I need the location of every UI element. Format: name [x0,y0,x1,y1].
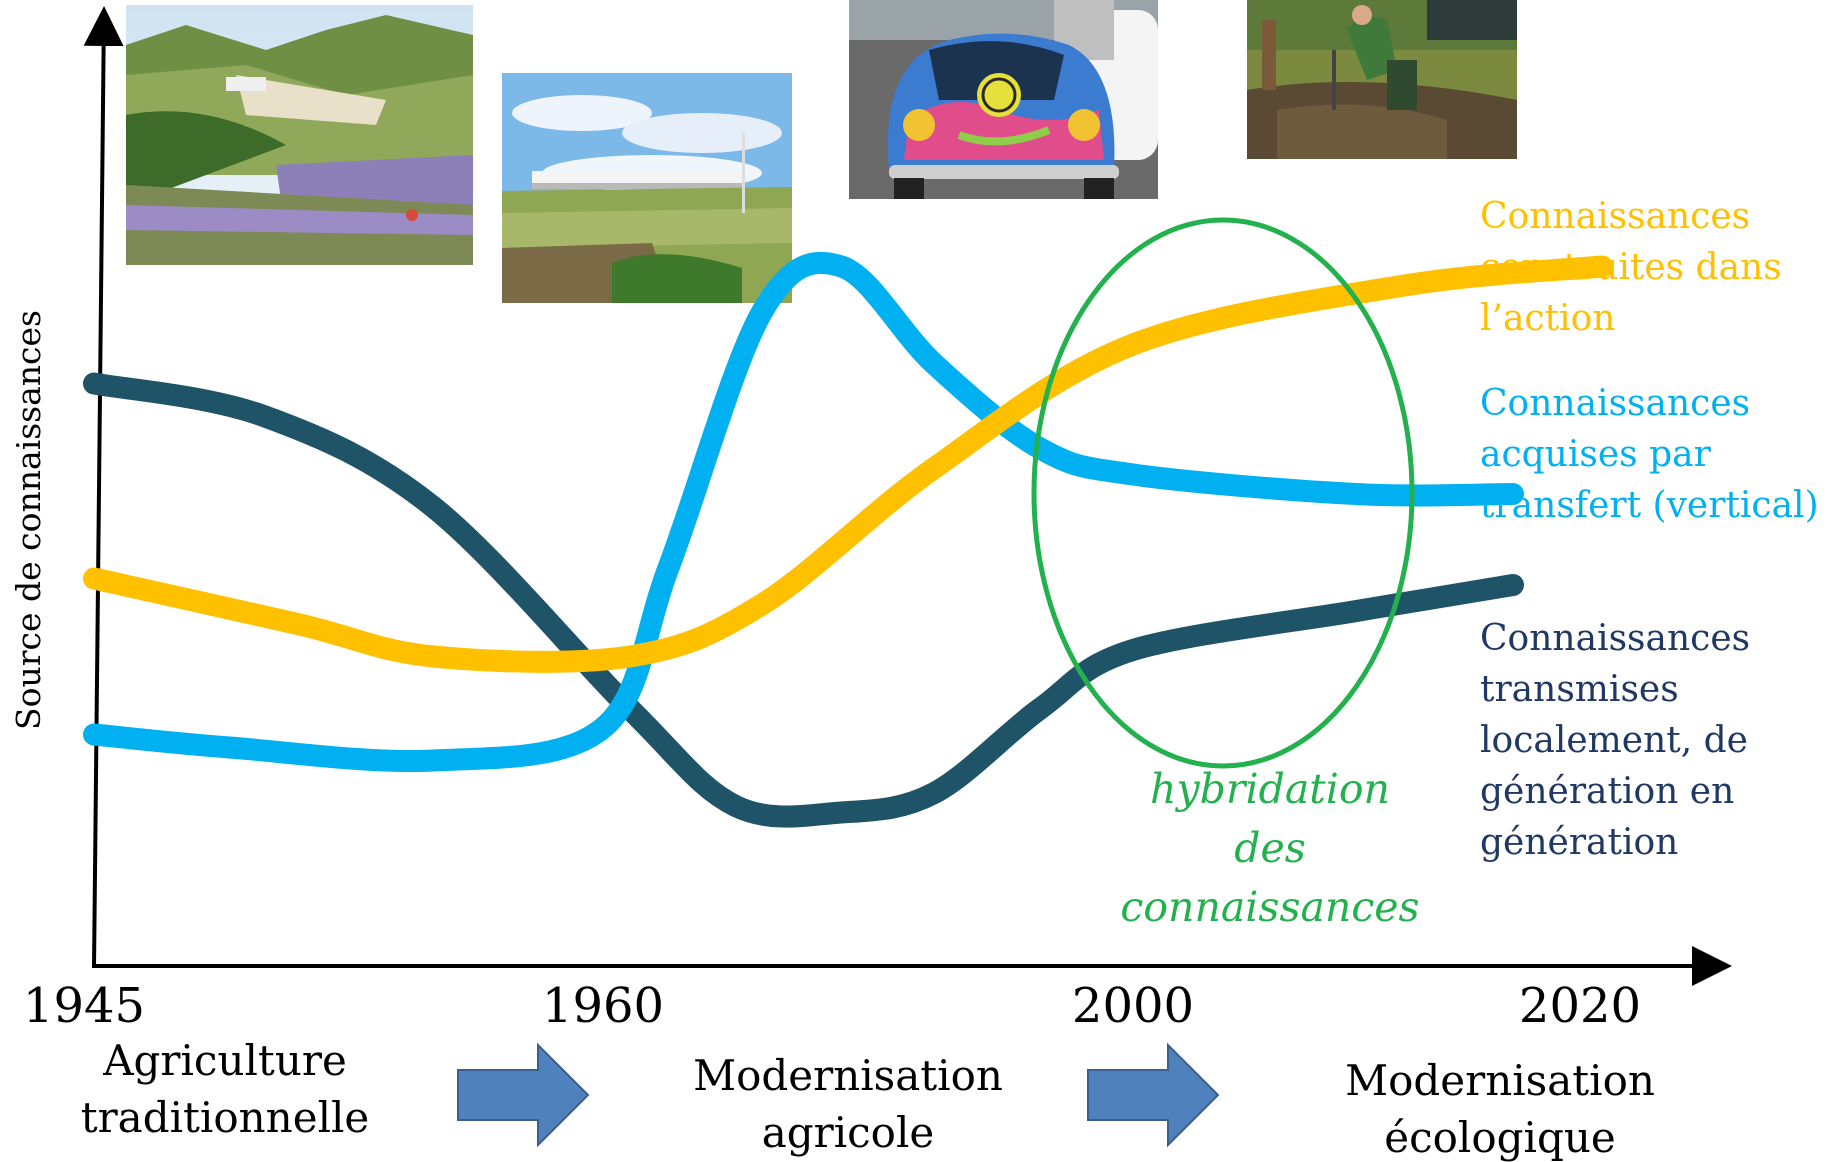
period-1-line-2: traditionnelle [81,1093,370,1142]
legend-local-line-2: transmises [1480,669,1679,710]
legend-action-line-3: l’action [1480,298,1615,339]
legend-entry-local: Connaissances transmises localement, de … [1480,618,1750,863]
period-2-line-1: Modernisation [693,1051,1003,1100]
photo-painted-beetle-car [849,0,1158,199]
x-tick-1945: 1945 [23,978,145,1034]
y-axis-label: Source de connaissances [9,310,48,730]
transition-arrow-2 [1087,1042,1220,1148]
annotation-line-3: connaissances [1120,883,1419,931]
series-layer [83,251,1614,828]
annotation-line-2: des [1234,824,1306,872]
legend-transfer-line-2: acquises par [1480,434,1712,475]
period-2-line-2: agricole [762,1108,935,1157]
legend-entry-transfer: Connaissances acquises par transfert (ve… [1480,383,1819,526]
transition-arrow-1 [457,1042,590,1148]
y-axis [83,6,124,969]
photo-farm-buildings [502,73,792,303]
legend-action-line-2: construites dans [1480,247,1782,288]
period-3-line-1: Modernisation [1345,1056,1655,1105]
x-tick-labels: 1945 1960 2000 2020 [23,978,1641,1034]
transition-arrows [457,1042,1220,1148]
legend-transfer-line-3: transfert (vertical) [1480,485,1819,526]
x-tick-2000: 2000 [1072,978,1194,1034]
legend-local-line-1: Connaissances [1480,618,1750,659]
legend-local-line-4: génération en [1480,771,1734,812]
series-action-line [83,255,1614,673]
legend-local-line-5: génération [1480,822,1678,863]
period-labels: Agriculture traditionnelle Modernisation… [81,1036,1655,1162]
x-tick-1960: 1960 [542,978,664,1034]
period-1-line-1: Agriculture [102,1036,347,1085]
legend-action-line-1: Connaissances [1480,196,1750,237]
series-local-line [83,372,1524,828]
legend-entry-action: Connaissances construites dans l’action [1480,196,1782,339]
hybridation-annotation: hybridation des connaissances [1120,765,1419,931]
photo-people-working-soil [1247,0,1517,159]
annotation-line-1: hybridation [1150,765,1390,813]
period-3-line-2: écologique [1384,1113,1616,1162]
x-tick-2020: 2020 [1519,978,1641,1034]
series-transfer-line [83,251,1524,773]
legend: Connaissances construites dans l’action … [1480,196,1819,863]
legend-local-line-3: localement, de [1480,720,1748,761]
legend-transfer-line-1: Connaissances [1480,383,1750,424]
hybridation-ellipse [1031,217,1415,769]
photo-lavender-fields [126,5,473,265]
